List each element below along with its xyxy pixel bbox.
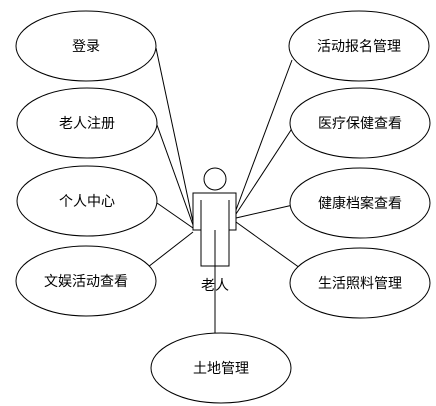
use-case-activity-signup: 活动报名管理 [288,10,430,82]
stick-figure-actor-icon [192,167,237,267]
use-case-label-medical: 医疗保健查看 [318,116,402,132]
association-register [156,124,194,226]
association-personal-center [156,202,194,229]
use-case-label-activity-signup: 活动报名管理 [317,39,401,55]
actor-elder: 老人 [192,167,237,294]
use-case-label-health-record: 健康档案查看 [318,195,402,212]
use-case-elder-register: 老人注册 [16,87,158,159]
actor-label: 老人 [201,278,229,294]
association-entertainment [147,231,194,268]
use-case-land-management: 土地管理 [150,332,292,404]
association-health-record [235,204,294,219]
use-case-label-login: 登录 [72,39,100,55]
use-case-personal-center: 个人中心 [16,165,158,237]
use-case-life-care-management: 生活照料管理 [289,247,431,319]
use-case-health-record-view: 健康档案查看 [289,167,431,239]
association-life-care [235,221,301,269]
use-case-login: 登录 [15,10,157,82]
use-case-label-entertainment: 文娱活动查看 [44,274,128,290]
use-case-entertainment-view: 文娱活动查看 [15,245,157,317]
use-case-medical-view: 医疗保健查看 [289,87,431,159]
association-activity-signup [235,59,293,211]
association-medical [235,126,294,215]
use-case-label-personal-center: 个人中心 [59,194,115,210]
use-case-label-register: 老人注册 [59,116,115,132]
association-login [155,47,194,223]
use-case-label-land-management: 土地管理 [193,361,249,377]
association-lines [147,47,301,333]
use-case-label-life-care: 生活照料管理 [318,276,402,292]
